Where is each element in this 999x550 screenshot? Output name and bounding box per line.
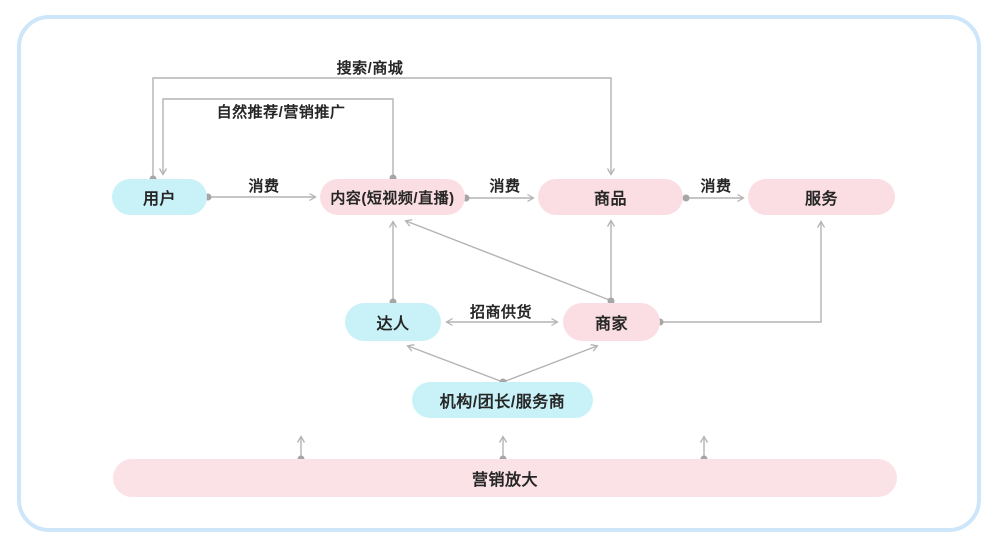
diagram-frame bbox=[17, 15, 981, 532]
node-goods: 商品 bbox=[538, 179, 683, 215]
node-merchant: 商家 bbox=[563, 303, 660, 341]
node-agency: 机构/团长/服务商 bbox=[412, 382, 593, 418]
node-marketing-bar: 营销放大 bbox=[113, 459, 897, 497]
edge-label-consume-content-goods: 消费 bbox=[489, 178, 521, 195]
edge-label-consume-user-content: 消费 bbox=[248, 178, 280, 195]
edge-label-consume-goods-service: 消费 bbox=[700, 178, 732, 195]
edge-label-supply: 招商供货 bbox=[469, 304, 533, 321]
node-user: 用户 bbox=[112, 179, 207, 215]
edge-label-recommend: 自然推荐/营销推广 bbox=[216, 104, 346, 121]
node-content: 内容(短视频/直播) bbox=[320, 179, 465, 215]
edge-label-search-mall: 搜索/商城 bbox=[336, 60, 404, 77]
node-influencer: 达人 bbox=[345, 303, 441, 341]
node-service: 服务 bbox=[748, 179, 895, 215]
